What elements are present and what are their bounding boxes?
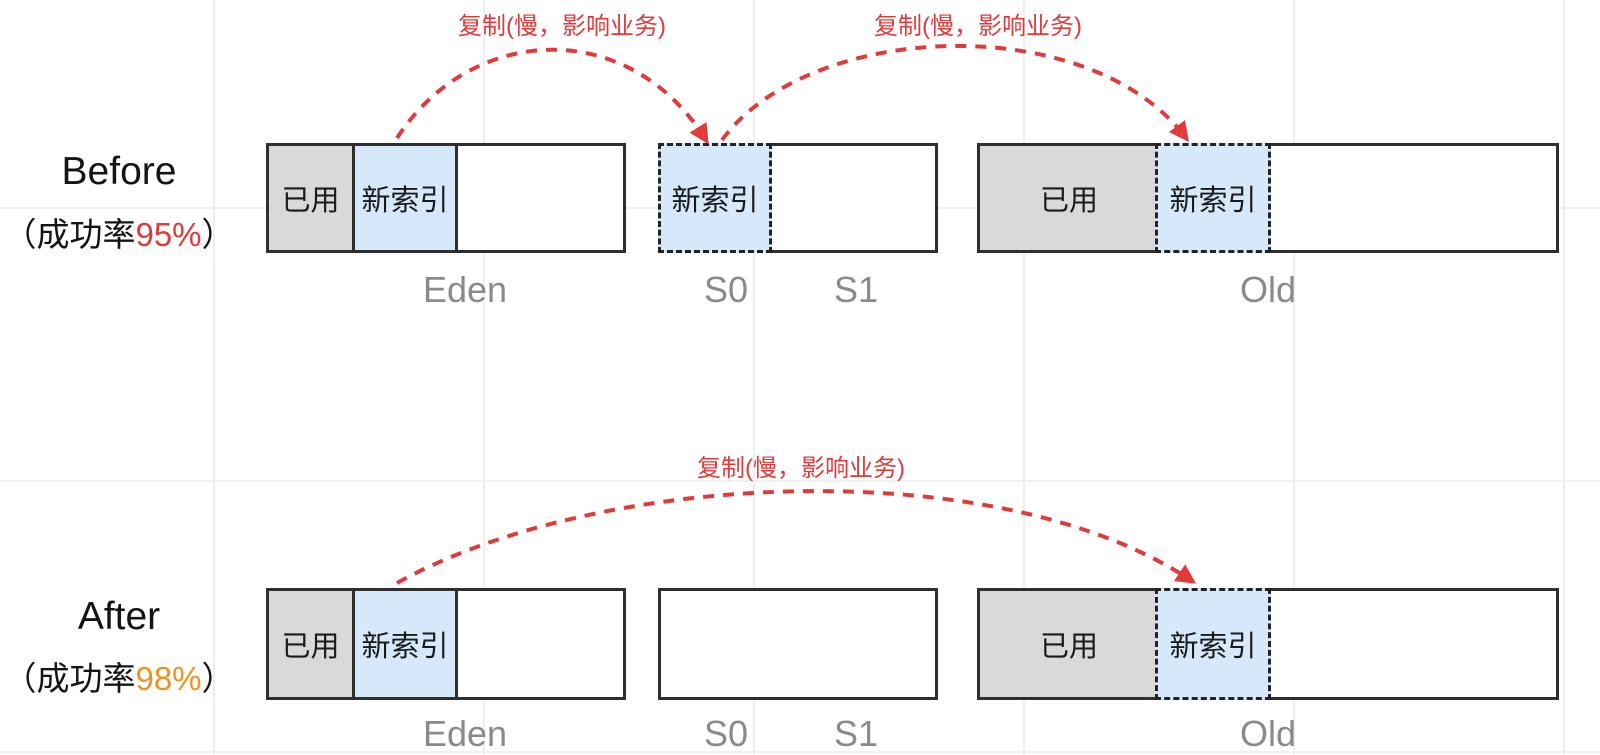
new-index-label: 新索引 <box>1169 185 1257 217</box>
grid-line <box>483 0 485 755</box>
grid-line <box>1563 0 1565 755</box>
before-eden-label: Eden <box>422 269 508 310</box>
after-old-bar: 已用 新索引 <box>977 588 1559 700</box>
before-copy-label-1: 复制(慢，影响业务) <box>458 13 666 40</box>
after-s0-label: S0 <box>703 713 749 754</box>
before-title: Before <box>61 150 177 193</box>
before-rate-suffix: ） <box>201 216 235 253</box>
after-old-new-index-segment: 新索引 <box>1155 588 1271 700</box>
new-index-label: 新索引 <box>361 631 449 663</box>
after-rate-suffix: ） <box>201 660 235 697</box>
before-old-new-index-segment: 新索引 <box>1155 143 1271 253</box>
grid-line <box>1293 0 1295 755</box>
grid-line <box>753 0 755 755</box>
before-eden-new-index-segment: 新索引 <box>355 146 458 250</box>
used-label: 已用 <box>281 631 340 663</box>
after-success-rate: （成功率98%） <box>0 652 238 700</box>
grid-line <box>1023 0 1025 755</box>
grid-line <box>0 480 1600 482</box>
before-survivor-bar: 新索引 <box>658 143 938 253</box>
new-index-label: 新索引 <box>1169 631 1257 663</box>
before-old-used-segment: 已用 <box>980 146 1158 250</box>
after-eden-new-index-segment: 新索引 <box>355 591 458 697</box>
before-rate-prefix: （成功率 <box>3 216 136 253</box>
after-copy-arrow-eden-to-old <box>396 489 1197 585</box>
before-s0-new-index-segment: 新索引 <box>658 143 772 253</box>
after-s1-label: S1 <box>833 713 879 754</box>
after-eden-used-segment: 已用 <box>269 591 355 697</box>
after-old-used-segment: 已用 <box>980 591 1158 697</box>
new-index-label: 新索引 <box>671 185 759 217</box>
before-old-bar: 已用 新索引 <box>977 143 1559 253</box>
after-eden-label: Eden <box>422 713 508 754</box>
grid-line <box>213 0 215 755</box>
before-s0-label: S0 <box>703 269 749 310</box>
before-copy-arrow-s0-to-old <box>720 43 1190 142</box>
before-eden-used-segment: 已用 <box>269 146 355 250</box>
used-label: 已用 <box>1039 631 1098 663</box>
after-title: After <box>77 595 161 638</box>
used-label: 已用 <box>281 185 340 217</box>
before-success-rate: （成功率95%） <box>0 208 238 256</box>
used-label: 已用 <box>1039 185 1098 217</box>
before-rate-value: 95% <box>135 216 202 253</box>
after-eden-bar: 已用 新索引 <box>266 588 626 700</box>
before-eden-bar: 已用 新索引 <box>266 143 626 253</box>
after-survivor-bar <box>658 588 938 700</box>
before-copy-label-2: 复制(慢，影响业务) <box>874 13 1082 40</box>
new-index-label: 新索引 <box>361 185 449 217</box>
before-s1-label: S1 <box>833 269 879 310</box>
after-copy-label: 复制(慢，影响业务) <box>697 455 905 482</box>
after-old-label: Old <box>1239 713 1297 754</box>
after-rate-prefix: （成功率 <box>3 660 136 697</box>
grid-line <box>0 751 1600 753</box>
after-rate-value: 98% <box>135 660 202 697</box>
before-old-label: Old <box>1239 269 1297 310</box>
before-copy-arrow-eden-to-s0 <box>395 47 709 145</box>
